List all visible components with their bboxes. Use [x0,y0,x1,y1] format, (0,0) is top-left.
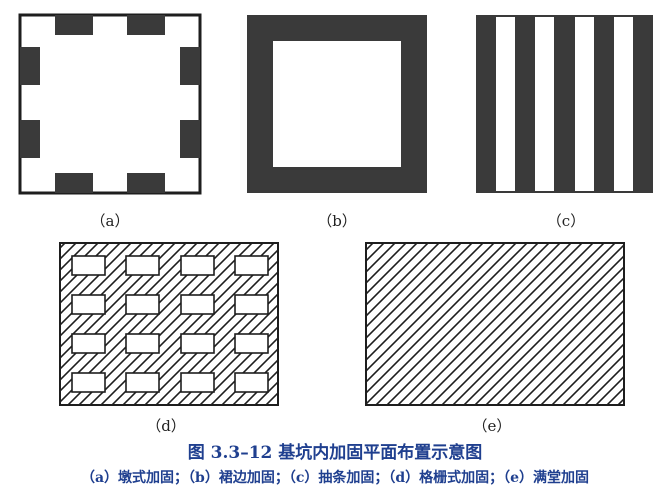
figure-title: 图 3.3–12 基坑内加固平面布置示意图 [187,443,483,463]
pier-block [180,120,200,158]
pier-block [180,47,200,85]
panel-b [247,15,427,193]
skirt-inner [273,41,401,167]
panel-e [365,242,625,406]
grid-cell [71,333,106,354]
grid-cell [180,294,215,315]
pier-block [127,15,165,35]
label-c: （c） [546,212,586,230]
grid-cell [125,333,160,354]
grid-cell [234,255,269,276]
strip-gap [496,17,515,191]
grid-cell [180,333,215,354]
grid-cell [71,255,106,276]
grid-cell [234,372,269,393]
grid-cell [180,255,215,276]
label-b: （b） [317,212,357,230]
label-a: （a） [90,212,130,230]
strip-gap [575,17,594,191]
full-hatch-area [365,242,625,406]
panel-a [18,13,202,195]
pier-block [20,47,40,85]
grid-cell [71,372,106,393]
pier-block [127,173,165,193]
panel-a-outline [18,13,202,195]
label-d: （d） [146,417,186,435]
grid-cell [180,372,215,393]
grid-cells [71,255,269,393]
pier-block [55,173,93,193]
panel-c [476,15,653,193]
grid-cell [125,255,160,276]
panel-d [59,242,279,406]
strip-gap [614,17,633,191]
grid-cell [234,294,269,315]
strip-gap [535,17,554,191]
label-e: （e） [472,417,512,435]
grid-cell [71,294,106,315]
pier-block [20,120,40,158]
figure-subtitle: （a）墩式加固；（b）裙边加固；（c）抽条加固；（d）格栅式加固；（e）满堂加固 [80,470,590,486]
grid-cell [125,372,160,393]
grid-cell [234,333,269,354]
pier-block [55,15,93,35]
grid-cell [125,294,160,315]
